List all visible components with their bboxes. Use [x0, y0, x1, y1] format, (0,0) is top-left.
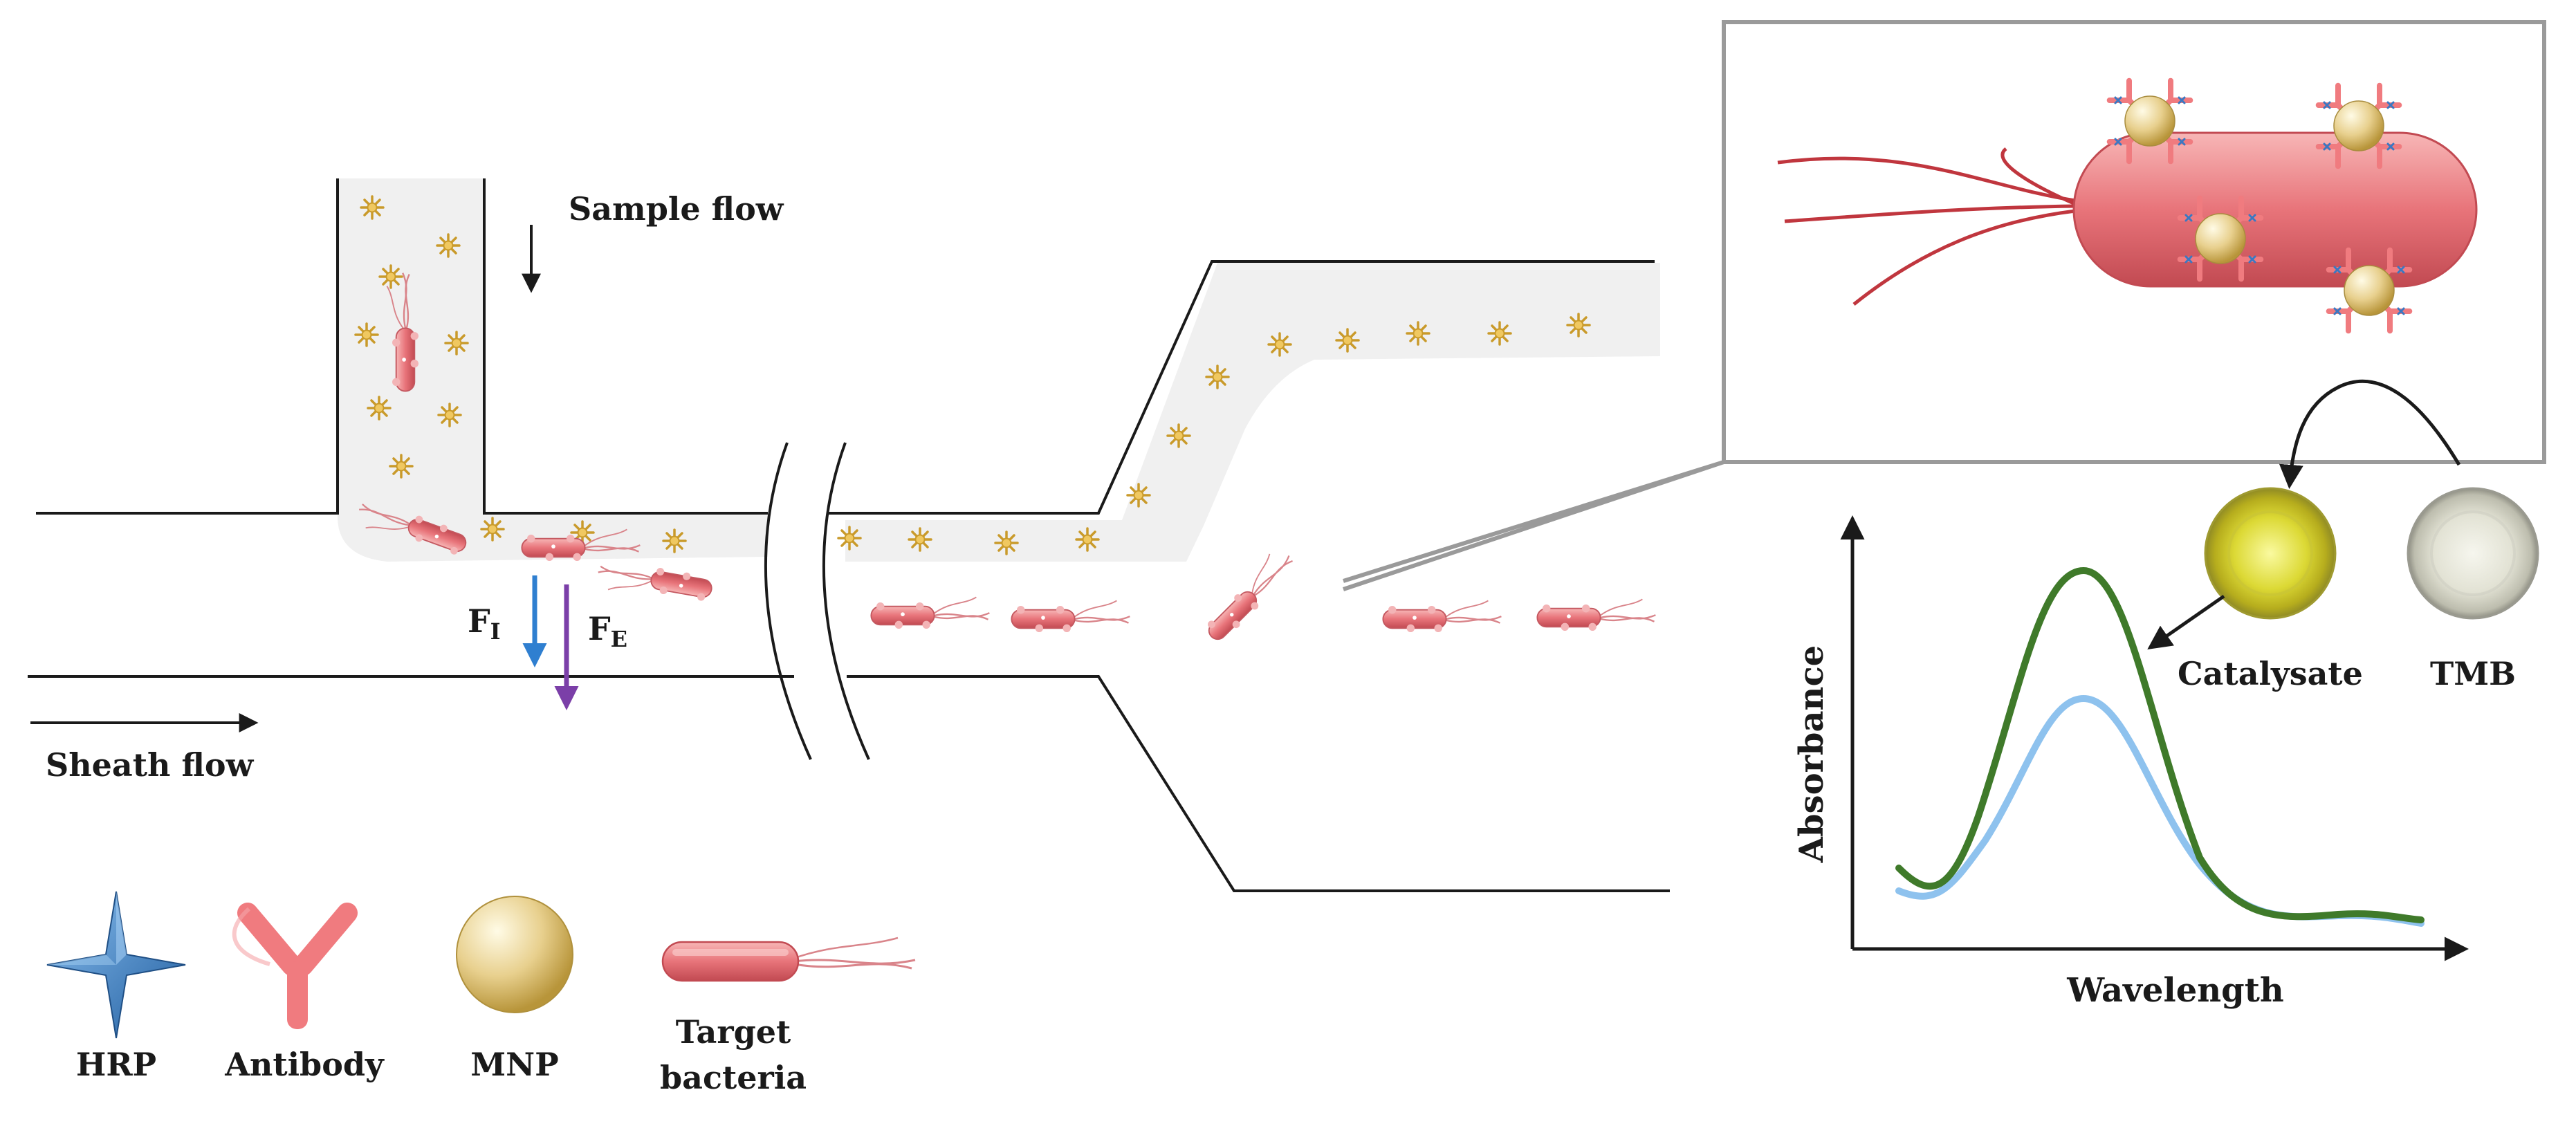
nanozyme-icon: [437, 403, 462, 427]
sample-stream-inlet: [338, 178, 768, 562]
tmb-label: TMB: [2430, 655, 2516, 692]
absorbance-spectrum: Absorbance Wavelength: [1792, 515, 2469, 1010]
nanozyme-icon: [1166, 423, 1191, 448]
legend: HRP Antibody MNP Target bacteria: [46, 891, 916, 1096]
nanozyme-icon: [367, 396, 392, 421]
force-symbol: F: [468, 602, 490, 640]
y-axis-label: Absorbance: [1792, 645, 1831, 863]
nanozyme-icon: [1406, 321, 1430, 346]
bacterium-zoom: [2072, 131, 2478, 288]
inlet-wall-left: [36, 178, 339, 515]
nanozyme-icon: [1566, 313, 1591, 338]
mnp-icon: [456, 896, 573, 1013]
hrp-icon: [46, 891, 186, 1039]
nanozyme-icon: [436, 233, 461, 258]
nanozyme-icon: [389, 454, 414, 479]
nanozyme-icon: [354, 322, 379, 347]
catalysate-well: [2204, 487, 2337, 620]
expansion-wall-bottom: [847, 675, 1670, 892]
force-symbol: F: [588, 610, 611, 647]
microchannel-left: [28, 178, 794, 678]
nanozyme-icon: [908, 527, 932, 552]
elastic-force-label: FE: [588, 610, 627, 652]
nanozyme-icon: [444, 331, 469, 356]
nanozyme-icon: [1267, 332, 1292, 357]
nanozyme-icon: [1205, 364, 1230, 389]
catalysate-label: Catalysate: [2178, 655, 2363, 692]
nanozyme-icon: [360, 195, 385, 220]
nanozyme-icon: [480, 517, 505, 542]
bacteria-icon: [1011, 600, 1131, 634]
nanozyme-icon: [662, 528, 687, 553]
nanozyme-icon: [994, 530, 1019, 555]
sample-flow-label: Sample flow: [569, 190, 784, 228]
expansion-stream: [845, 263, 1660, 562]
antibody-icon: [232, 903, 358, 1029]
free-nanozyme-particles: [354, 195, 1591, 555]
nanozyme-icon: [1487, 321, 1512, 346]
nanozyme-icon: [1335, 328, 1360, 353]
zoom-pointer: [1343, 460, 1724, 591]
nanozyme-icon: [378, 264, 403, 289]
bacteria-icon: [594, 556, 715, 609]
channel-break-mark: [764, 442, 870, 760]
x-axis-label: Wavelength: [2066, 971, 2284, 1010]
nanozyme-icon: [837, 526, 862, 551]
inertial-force-label: FI: [468, 602, 501, 645]
nanozyme-icon: [1075, 527, 1100, 552]
zoom-callout: [1343, 20, 2546, 591]
force-subscript: E: [611, 626, 627, 652]
bacteria-icon: [870, 596, 991, 630]
tmb-well: [2407, 487, 2539, 620]
legend-target-label-line1: Target: [676, 1013, 791, 1051]
bacteria-icon: [1536, 598, 1657, 632]
bacteria-icon: [661, 936, 916, 982]
microchannel-right: [827, 260, 1670, 892]
bacteria-icon: [1382, 600, 1502, 634]
inlet-wall-right: [483, 178, 768, 515]
legend-hrp-label: HRP: [76, 1046, 156, 1083]
force-subscript: I: [490, 618, 501, 645]
expansion-wall-top: [827, 260, 1655, 515]
reaction-arrow: [2279, 379, 2461, 489]
catalysate-curve: [1895, 566, 2425, 923]
legend-target-label-line2: bacteria: [660, 1059, 807, 1096]
flagella: [1777, 147, 2077, 306]
sheath-flow-label: Sheath flow: [46, 746, 255, 784]
bacteria-icon: [1198, 544, 1300, 647]
nanozyme-icon: [1126, 483, 1151, 508]
legend-mnp-label: MNP: [470, 1046, 559, 1083]
legend-antibody-label: Antibody: [224, 1046, 385, 1083]
catalysate-to-spectrum-arrow: [2147, 594, 2225, 649]
